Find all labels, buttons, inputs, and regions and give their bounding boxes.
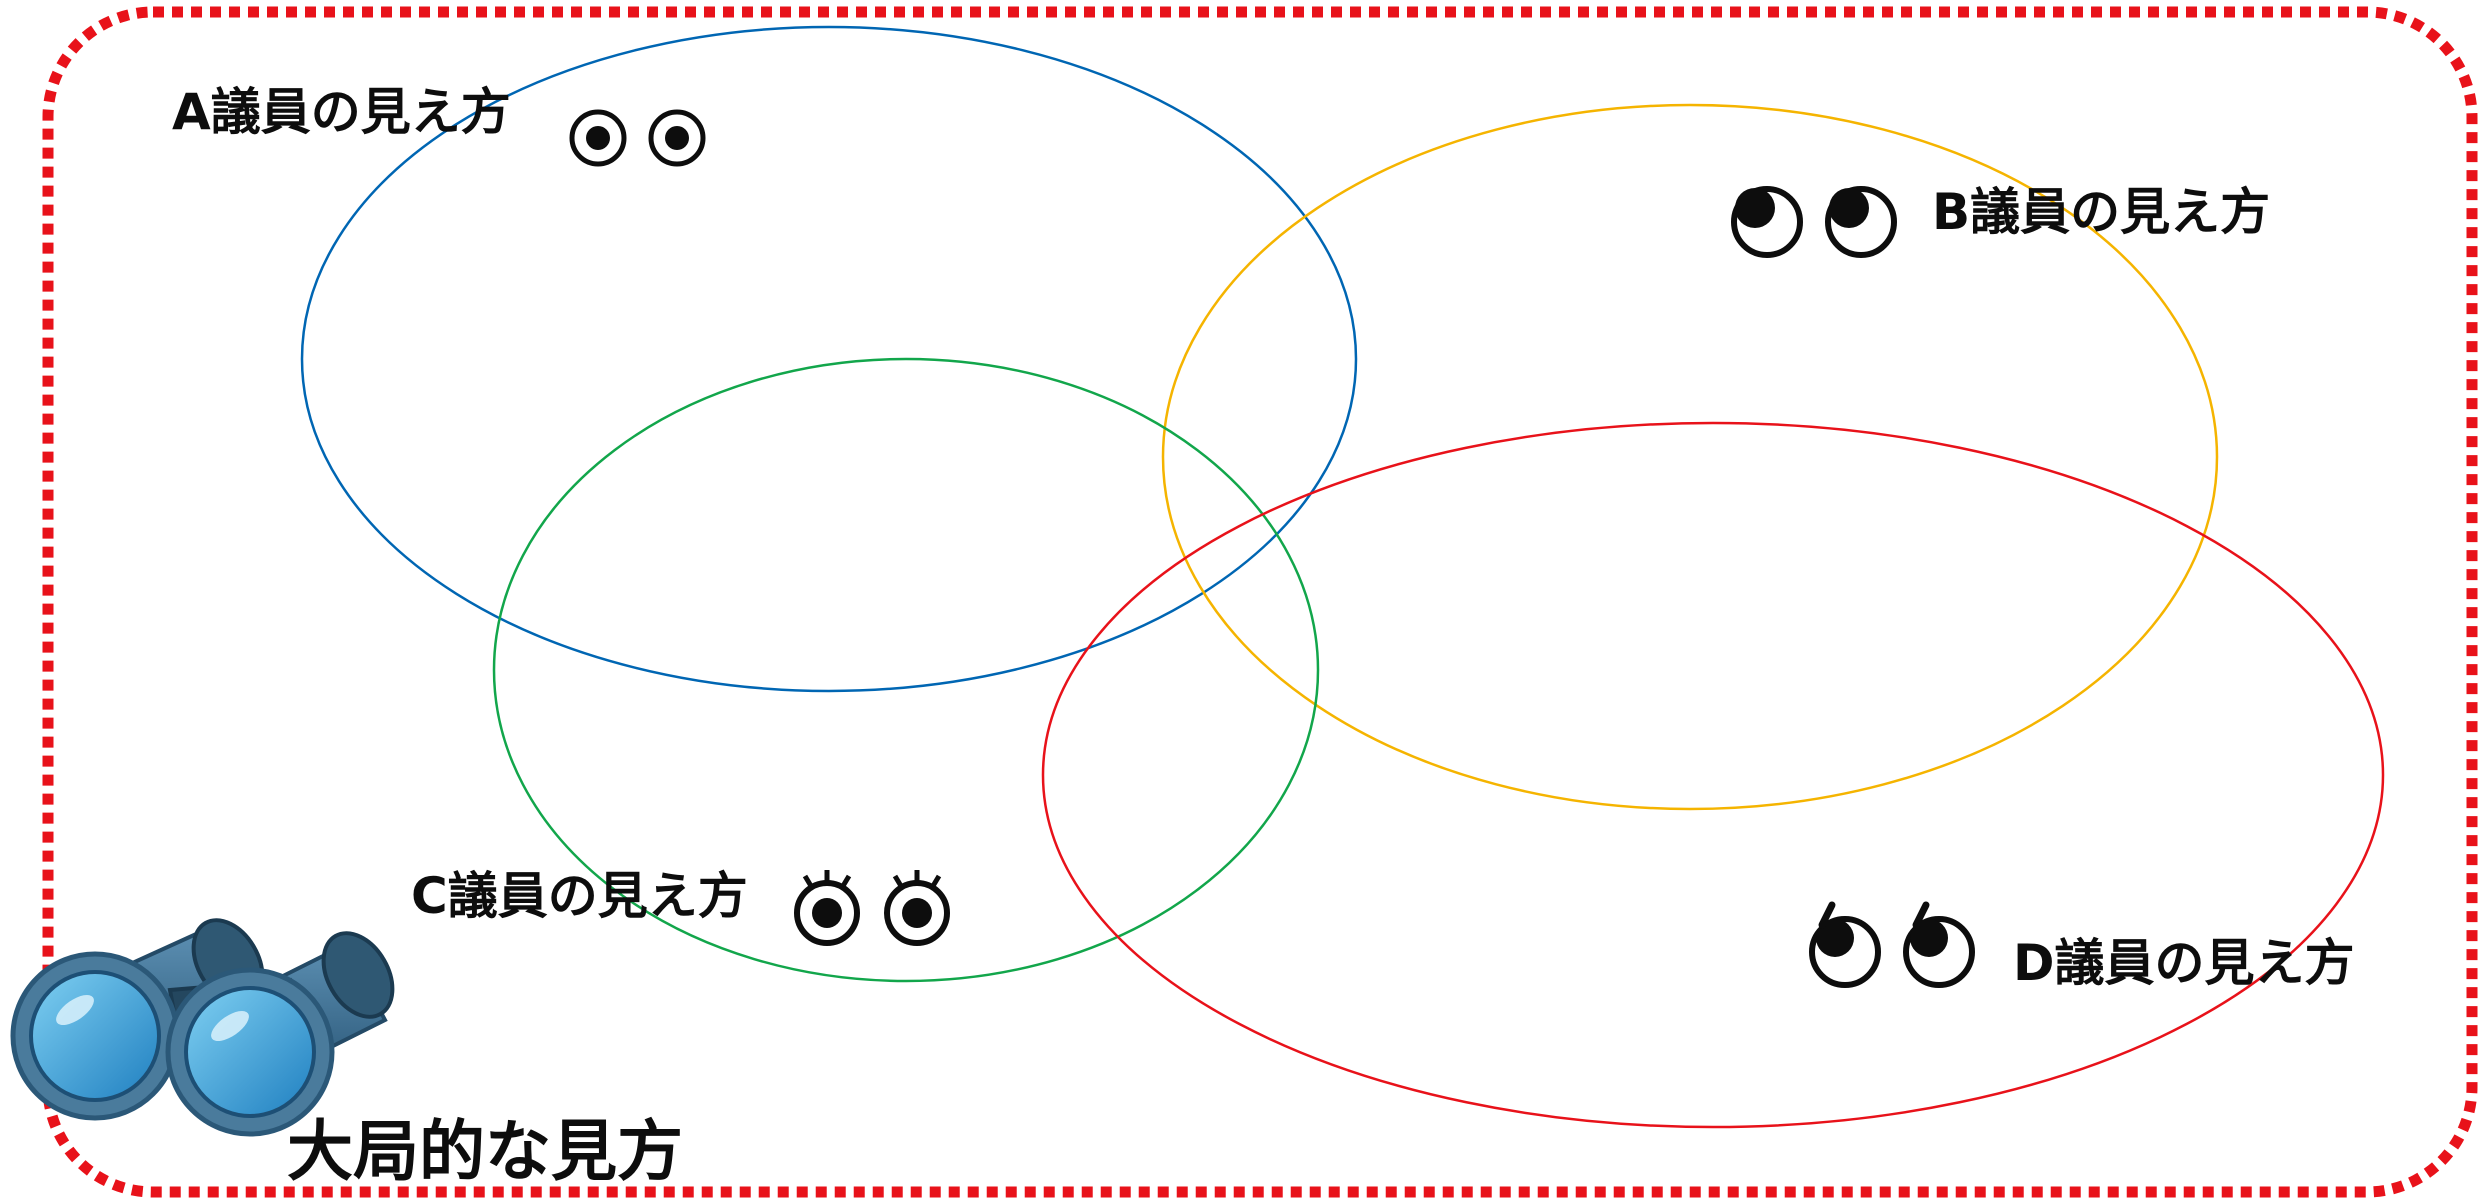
- eyes-with-lashes-icon: [797, 870, 947, 943]
- viewpoint-label-a: A議員の見え方: [172, 82, 511, 142]
- overall-view-label: 大局的な見方: [287, 1113, 683, 1191]
- viewpoint-label-c: C議員の見え方: [411, 866, 748, 926]
- binoculars-icon: [13, 908, 406, 1134]
- eyes-concentric-icon: [572, 112, 703, 164]
- viewpoint-label-d: D議員の見え方: [2013, 933, 2355, 993]
- viewpoint-ellipse-d: [1043, 423, 2383, 1127]
- viewpoint-label-b: B議員の見え方: [1932, 182, 2270, 242]
- eyes-with-brows-icon: [1812, 905, 1972, 985]
- eyes-glancing-icon: [1734, 188, 1894, 255]
